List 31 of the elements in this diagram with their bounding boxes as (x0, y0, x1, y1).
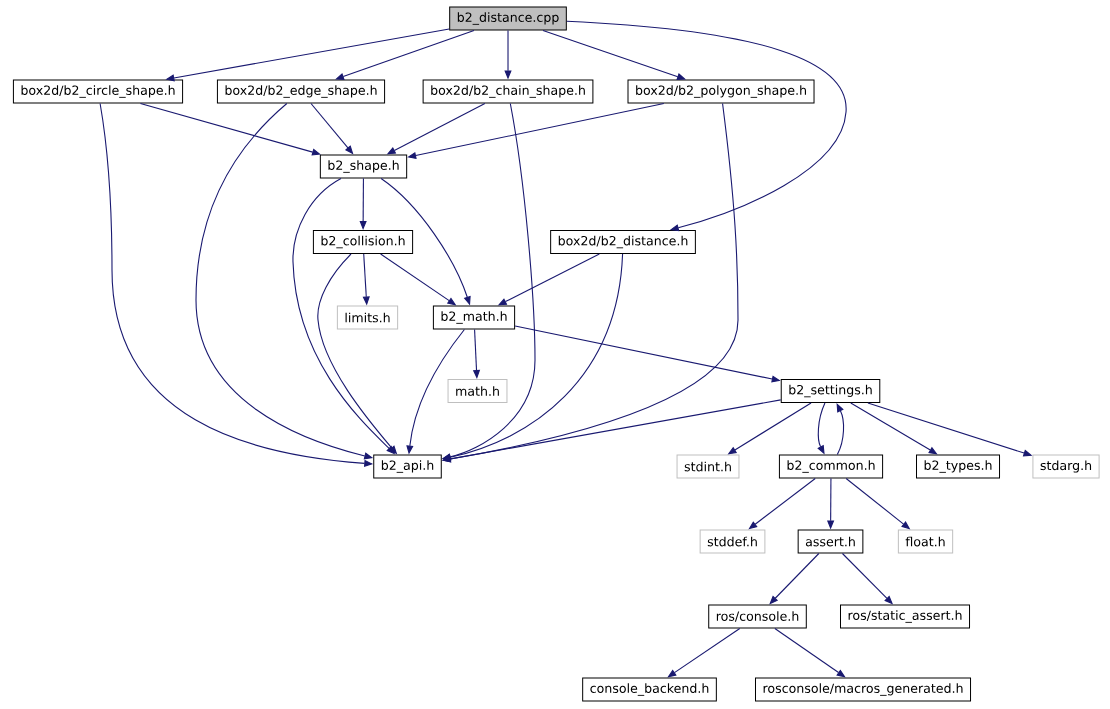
include-arrow (566, 20, 847, 232)
include-arrow (667, 627, 741, 678)
include-arrow (335, 29, 475, 80)
include-arrow (359, 177, 367, 230)
file-box: rosconsole/macros_generated.h (755, 677, 972, 702)
file-box: stddef.h (699, 529, 766, 554)
file-box: b2_math.h (432, 305, 516, 330)
file-box: stdint.h (676, 454, 740, 479)
file-box: b2_types.h (916, 454, 1001, 479)
include-arrow (836, 403, 845, 456)
file-box: ros/static_assert.h (840, 604, 971, 629)
file-box: b2_settings.h (780, 379, 881, 403)
file-box: box2d/b2_circle_shape.h (12, 79, 184, 104)
include-arrow (139, 102, 321, 156)
file-box: box2d/b2_distance.h (550, 230, 696, 254)
file-box: b2_collision.h (312, 230, 414, 254)
file-box: b2_distance.cpp (449, 6, 567, 31)
file-box: b2_api.h (373, 454, 442, 479)
include-arrow (748, 477, 816, 530)
file-box: box2d/b2_chain_shape.h (422, 79, 594, 104)
file-box: limits.h (336, 305, 399, 330)
file-box: box2d/b2_edge_shape.h (216, 79, 386, 104)
file-box: box2d/b2_polygon_shape.h (627, 79, 815, 104)
file-box: console_backend.h (582, 677, 717, 702)
file-box: assert.h (797, 529, 864, 554)
file-box: math.h (447, 379, 508, 403)
file-box: ros/console.h (708, 604, 807, 629)
file-box: b2_shape.h (319, 154, 408, 179)
file-box: float.h (897, 529, 954, 554)
file-box: b2_common.h (778, 454, 884, 479)
file-box: stdarg.h (1032, 454, 1100, 479)
